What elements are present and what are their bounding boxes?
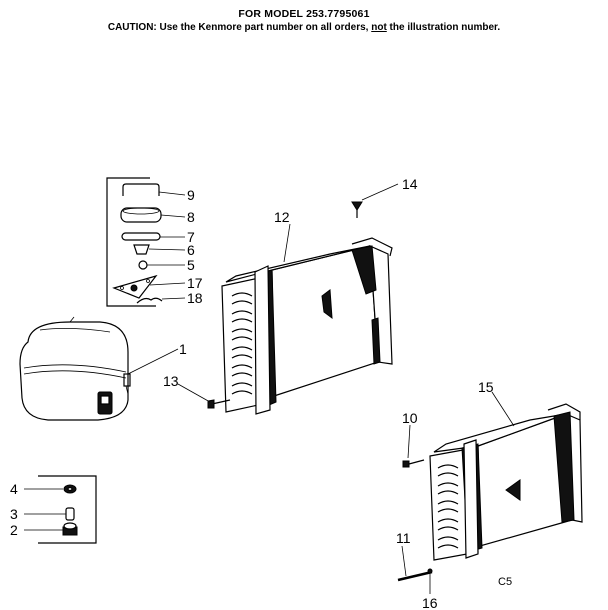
- part-9-bracket: [122, 183, 160, 196]
- caution-line: CAUTION: Use the Kenmore part number on …: [107, 22, 501, 33]
- callout-9: 9: [187, 187, 195, 203]
- part-16-fastener: [427, 568, 433, 574]
- kit-bracket: [106, 177, 156, 307]
- part-18-clip: [136, 297, 163, 304]
- part-8-grommet: [120, 207, 162, 223]
- callout-13: 13: [163, 373, 179, 389]
- callout-2: 2: [10, 522, 18, 538]
- callout-7: 7: [187, 229, 195, 245]
- callout-17: 17: [187, 275, 203, 291]
- model-line: FOR MODEL 253.7795061: [238, 8, 370, 20]
- callout-10: 10: [402, 410, 418, 426]
- callout-15: 15: [478, 379, 494, 395]
- part-5-nut: [138, 260, 148, 270]
- figure-code: C5: [498, 576, 512, 588]
- part-6-plug: [133, 244, 150, 255]
- callout-1: 1: [179, 341, 187, 357]
- part-11-rod: [397, 570, 433, 582]
- small-parts-bracket: [38, 475, 97, 544]
- callout-12: 12: [274, 209, 290, 225]
- callout-8: 8: [187, 209, 195, 225]
- parts-kit-group: [106, 177, 186, 307]
- part-7-ring: [121, 232, 161, 241]
- part-10-screw: [402, 459, 425, 468]
- callout-11: 11: [396, 530, 411, 546]
- part-12-condenser: [221, 237, 393, 415]
- part-1-compressor: [19, 316, 131, 421]
- callout-14: 14: [402, 176, 418, 192]
- callout-16: 16: [422, 595, 438, 610]
- part-15-condenser: [429, 403, 583, 561]
- part-14-screw: [351, 201, 363, 218]
- callout-4: 4: [10, 481, 18, 497]
- callout-3: 3: [10, 506, 18, 522]
- small-parts-group: [24, 475, 97, 544]
- page-header: FOR MODEL 253.7795061 CAUTION: Use the K…: [0, 0, 608, 33]
- callout-6: 6: [187, 242, 195, 258]
- callout-18: 18: [187, 290, 203, 306]
- callout-5: 5: [187, 257, 195, 273]
- part-3-sleeve: [65, 507, 75, 521]
